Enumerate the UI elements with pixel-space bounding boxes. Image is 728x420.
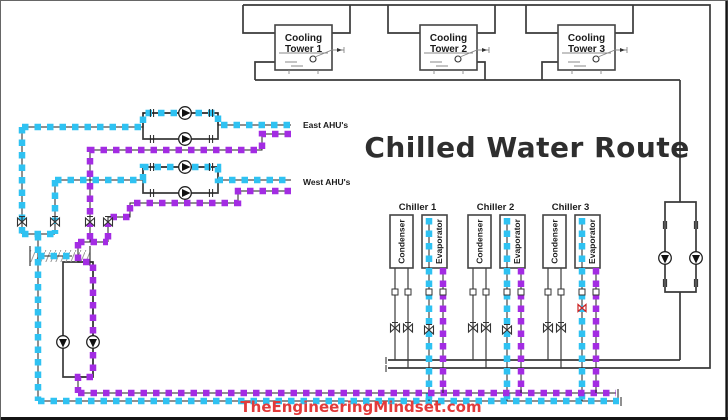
sensor-icon [557, 288, 565, 296]
pump-icon [658, 251, 672, 265]
evaporator-label: Evaporator [434, 218, 444, 264]
sensor-icon [425, 288, 433, 296]
float-valve-icon [592, 55, 600, 63]
pump-icon [86, 335, 100, 349]
pump-icon [56, 335, 70, 349]
makeup-water-arrow-icon [482, 48, 487, 52]
chiller-2-label: Chiller 2 [477, 202, 515, 213]
evaporator-label: Evaporator [512, 218, 522, 264]
pump-icon [689, 251, 703, 265]
float-valve-icon [454, 55, 462, 63]
pump-icon [178, 186, 192, 200]
west-ahu-label: West AHU's [303, 177, 351, 187]
sensor-icon [578, 288, 586, 296]
pump-icon [178, 106, 192, 120]
page-title: Chilled Water Route [364, 131, 689, 164]
cooling-tower-2 [419, 24, 490, 74]
chiller-3-label: Chiller 3 [552, 202, 590, 213]
makeup-water-arrow-icon [620, 48, 625, 52]
east-ahu-label: East AHU's [303, 120, 348, 130]
evaporator-label: Evaporator [587, 218, 597, 264]
condenser-vessel [467, 214, 492, 269]
sensor-icon [517, 288, 525, 296]
condenser-label: Condenser [550, 219, 560, 264]
pump-icon [178, 132, 192, 146]
chiller-1-label: Chiller 1 [399, 202, 437, 213]
cooling-tower-3 [557, 24, 628, 74]
sensor-icon [439, 288, 447, 296]
sensor-icon [503, 288, 511, 296]
condenser-vessel [542, 214, 567, 269]
cooling-tower-1 [274, 24, 345, 74]
condenser-water-piping [242, 4, 711, 406]
sensor-icon [592, 288, 600, 296]
sensor-icon [469, 288, 477, 296]
pump-icon [178, 160, 192, 174]
sensor-icon [482, 288, 490, 296]
condenser-vessel [389, 214, 414, 269]
condenser-pump-header [664, 201, 697, 293]
sensor-icon [404, 288, 412, 296]
watermark: TheEngineeringMindset.com [240, 398, 481, 416]
condenser-label: Condenser [397, 219, 407, 264]
makeup-water-arrow-icon [337, 48, 342, 52]
chiller-2 [467, 214, 526, 269]
sensor-icon [391, 288, 399, 296]
chilled-return-piping [74, 130, 616, 397]
condenser-label: Condenser [475, 219, 485, 264]
float-valve-icon [309, 55, 317, 63]
sensor-icon [544, 288, 552, 296]
